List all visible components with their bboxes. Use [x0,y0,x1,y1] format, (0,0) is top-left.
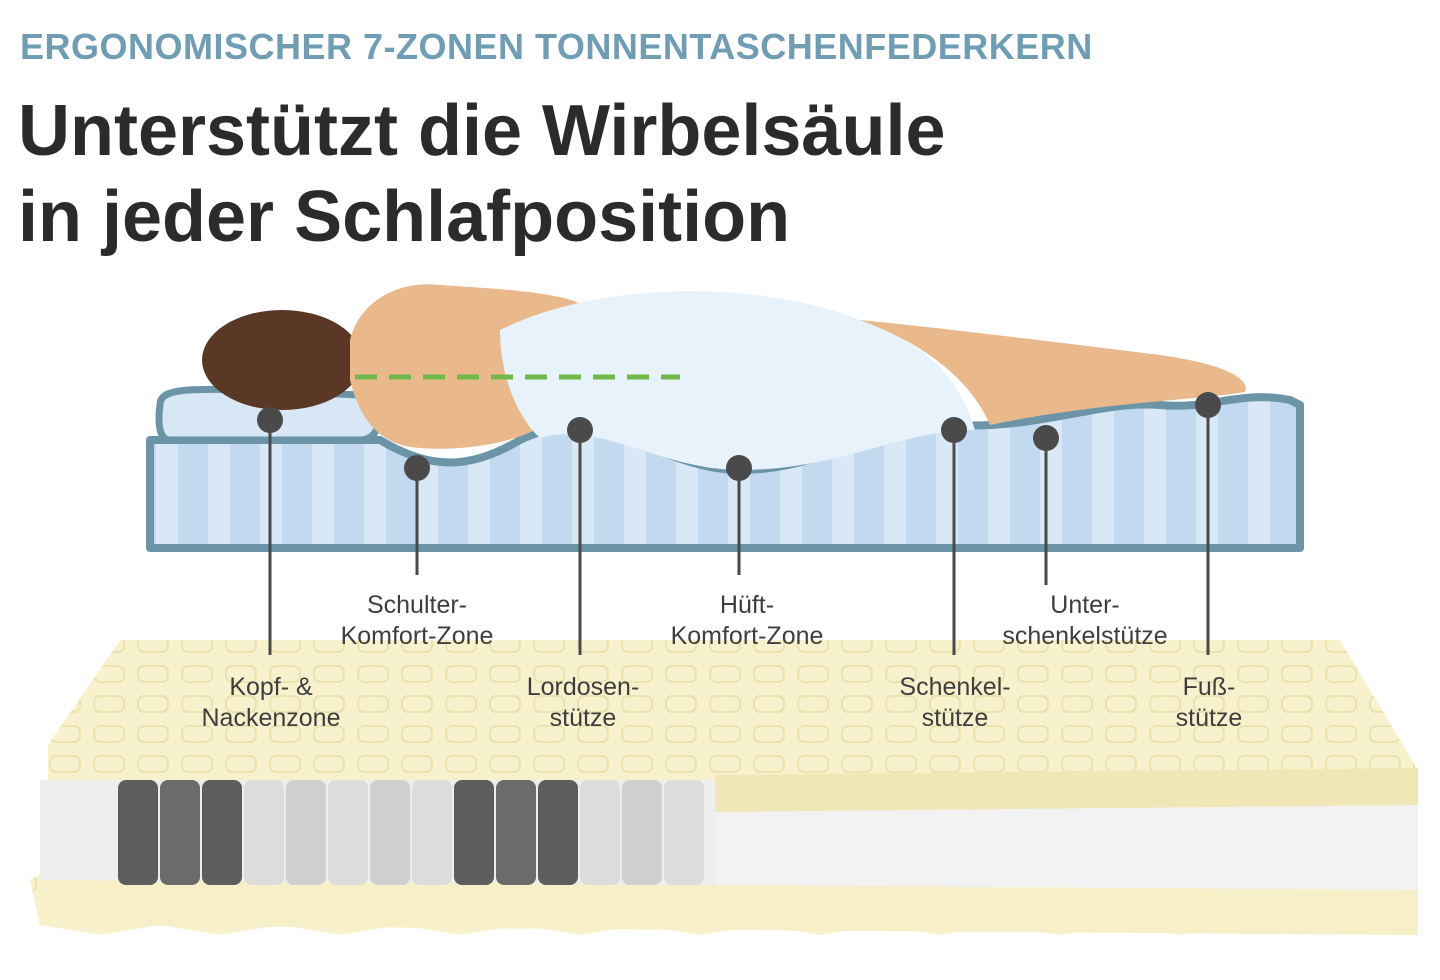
pin-lower-leg [1033,425,1059,451]
pin-head-neck [257,407,283,433]
zone-label-head-neck: Kopf- &Nackenzone [201,673,341,732]
zone-label-shoulder: Schulter-Komfort-Zone [340,591,494,650]
pin-lordosis [567,417,593,443]
zone-label-lordosis: Lordosen-stütze [526,673,640,732]
pin-hip [726,455,752,481]
pocket-springs [118,780,704,885]
zone-label-lower-leg: Unter-schenkelstütze [1002,591,1168,650]
title-line-1: Unterstützt die Wirbelsäule [18,91,946,171]
zone-label-hip: Hüft-Komfort-Zone [670,591,824,650]
pin-thigh [941,417,967,443]
zone-label-thigh: Schenkel-stütze [899,673,1011,732]
kicker-heading: ERGONOMISCHER 7-ZONEN TONNENTASCHENFEDER… [20,26,1093,67]
title-line-2: in jeder Schlafposition [18,177,791,257]
zone-pins [257,392,1221,655]
sleeping-person [202,284,1246,470]
pin-shoulder [404,455,430,481]
pin-foot [1195,392,1221,418]
zone-label-foot: Fuß-stütze [1175,673,1243,732]
page-title: Unterstützt die Wirbelsäule in jeder Sch… [18,88,946,260]
